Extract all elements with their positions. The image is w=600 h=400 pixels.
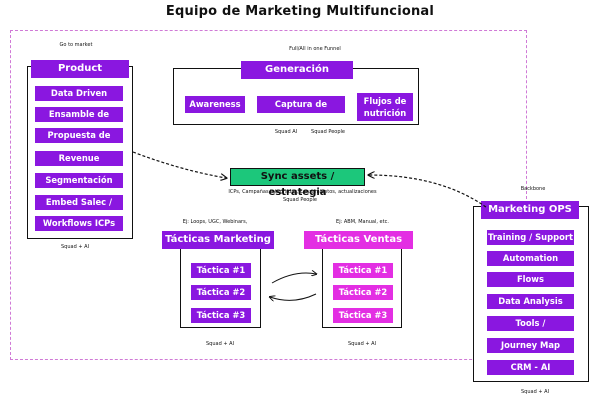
pm-item-revenue: Revenue <box>35 151 123 166</box>
go-to-market-caption: Go to market <box>59 42 93 48</box>
ops-item-data-analysis: Data Analysis <box>487 294 574 309</box>
pm-item-workflows: Workflows ICPs <box>35 216 123 231</box>
tm-to-tv-arrow <box>271 273 316 284</box>
tv-caption: Ej: ABM, Manual, etc. <box>336 219 389 225</box>
funnel-caption: Full/All in one Funnel <box>289 46 341 52</box>
ops-to-sync-arrow <box>369 175 487 208</box>
pm-footer: Squad + AI <box>60 244 90 250</box>
tm-item-3: Táctica #3 <box>191 308 251 323</box>
ops-item-automation: Automation <box>487 251 574 266</box>
pm-to-sync-arrow <box>132 151 226 178</box>
product-marketing-box: Product Marketing Data Driven Ensamble d… <box>27 60 133 239</box>
ops-item-crm: CRM - AI <box>487 360 574 375</box>
pm-item-segmentacion: Segmentación <box>35 173 123 188</box>
tv-to-tm-arrow <box>270 293 317 300</box>
generacion-header: Generación demanda <box>241 61 353 93</box>
diagram-title: Equipo de Marketing Multifuncional <box>165 4 435 19</box>
tm-caption: Ej: Loops, UGC, Webinars, <box>182 219 248 225</box>
tv-footer: Squad + AI <box>347 341 377 347</box>
tv-item-3: Táctica #3 <box>333 308 393 323</box>
tm-header: Tácticas Marketing <box>162 231 274 249</box>
tacticas-marketing-box: Tácticas Marketing Táctica #1 Táctica #2… <box>162 231 274 328</box>
tv-header: Tácticas Ventas <box>304 231 413 249</box>
gen-footer-people: Squad People <box>311 129 345 135</box>
ops-item-journey: Journey Map <box>487 338 574 353</box>
tm-item-1: Táctica #1 <box>191 263 251 278</box>
tm-footer: Squad + AI <box>205 341 235 347</box>
sync-line2: Squad People <box>283 197 317 203</box>
ops-header: Marketing OPS <box>481 201 579 219</box>
tv-item-2: Táctica #2 <box>333 285 393 300</box>
ops-footer: Squad + AI <box>520 389 550 395</box>
gen-item-nutricion: Flujos de nutrición <box>357 93 413 121</box>
generacion-box: Generación demanda Awareness Captura de … <box>173 61 419 126</box>
gen-item-awareness: Awareness <box>185 96 245 113</box>
gen-item-captura: Captura de demanda <box>257 96 345 126</box>
team-frame <box>10 30 527 360</box>
backbone-caption: Backbone <box>520 186 546 192</box>
pm-item-propuesta-valor: Propuesta de Valor <box>35 128 123 155</box>
sync-line1: ICPs, Campañas integradas, Lanzamientos,… <box>228 189 377 195</box>
gen-footer-ai: Squad AI <box>274 129 298 135</box>
marketing-ops-box: Marketing OPS Training / Support Automat… <box>473 201 589 382</box>
tv-item-1: Táctica #1 <box>333 263 393 278</box>
ops-item-training: Training / Support <box>487 230 574 245</box>
tacticas-ventas-box: Tácticas Ventas Táctica #1 Táctica #2 Tá… <box>304 231 413 328</box>
sync-box: Sync assets / estrategia <box>230 168 365 198</box>
tm-item-2: Táctica #2 <box>191 285 251 300</box>
pm-item-data-driven: Data Driven <box>35 86 123 101</box>
